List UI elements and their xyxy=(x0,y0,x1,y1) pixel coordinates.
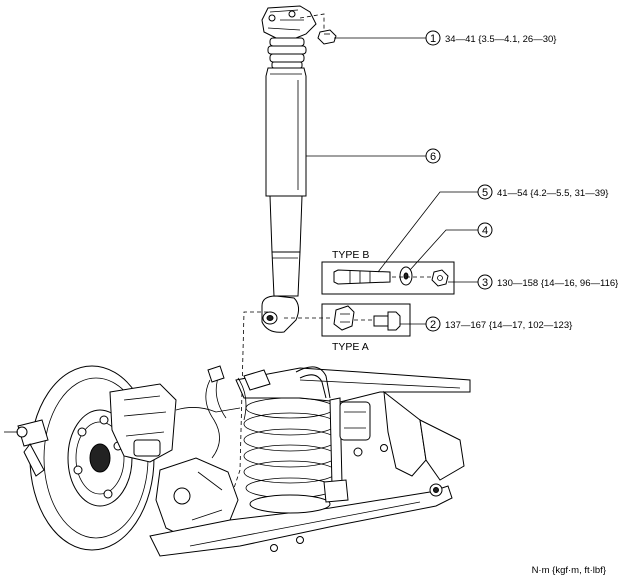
callout-1-spec: 34—41 {3.5—4.1, 26—30} xyxy=(445,34,556,45)
units-label: N·m {kgf·m, ft·lbf} xyxy=(532,565,606,576)
coil-spring xyxy=(243,397,337,514)
stabilizer-link xyxy=(323,397,371,503)
shock-absorber xyxy=(261,5,317,333)
type-b-box: TYPE B xyxy=(321,249,455,295)
type-b-nut xyxy=(392,269,449,287)
callout-3: 3 130—158 {14—16, 96—116} xyxy=(477,274,618,290)
callout-2-number: 2 xyxy=(430,319,436,331)
callout-6-number: 6 xyxy=(430,151,436,163)
brake-caliper xyxy=(109,383,177,463)
washer xyxy=(399,266,413,286)
callout-4: 4 xyxy=(477,222,493,238)
long-bolt xyxy=(333,269,391,285)
type-a-label: TYPE A xyxy=(332,341,369,353)
callout-3-spec: 130—158 {14—16, 96—116} xyxy=(497,278,618,289)
callout-6: 6 xyxy=(425,148,441,164)
callout-4-number: 4 xyxy=(482,225,488,237)
suspension-assembly xyxy=(4,365,471,557)
callout-3-number: 3 xyxy=(482,277,488,289)
callout-2: 2 137—167 {14—17, 102—123} xyxy=(425,316,572,332)
type-a-box: TYPE A xyxy=(321,303,411,353)
callout-5-number: 5 xyxy=(482,187,488,199)
left-link xyxy=(4,419,49,477)
upper-mount-nut xyxy=(299,13,337,45)
callout-5-spec: 41—54 {4.2—5.5, 31—39} xyxy=(497,188,608,199)
type-b-label: TYPE B xyxy=(332,249,369,261)
callout-5: 5 41—54 {4.2—5.5, 31—39} xyxy=(477,184,608,200)
callout-1-number: 1 xyxy=(430,33,436,45)
type-a-bracket xyxy=(333,305,355,331)
flange-bolt xyxy=(354,311,401,331)
leader-lines xyxy=(306,37,478,325)
callout-2-spec: 137—167 {14—17, 102—123} xyxy=(445,320,572,331)
callout-1: 1 34—41 {3.5—4.1, 26—30} xyxy=(425,30,556,46)
